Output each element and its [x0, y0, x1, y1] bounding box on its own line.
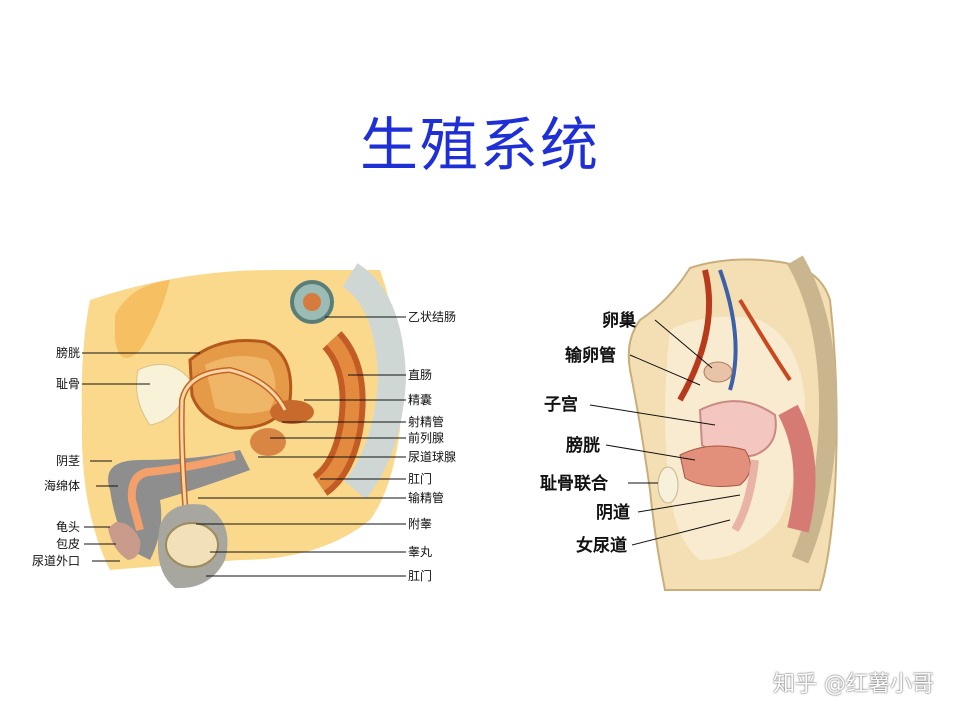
label-sigmoid-colon: 乙状结肠 — [408, 310, 456, 324]
label-penis: 阴茎 — [56, 454, 80, 468]
label-foreskin: 包皮 — [56, 537, 80, 551]
label-vagina: 阴道 — [596, 502, 630, 523]
label-pubic-symphysis: 耻骨联合 — [540, 473, 609, 494]
label-bladder-male: 膀胱 — [56, 345, 80, 360]
label-anus-1: 肛门 — [408, 471, 432, 486]
label-prostate: 前列腺 — [408, 430, 444, 445]
female-reproductive-diagram: 卵巢 输卵管 子宫 膀胱 耻骨联合 阴道 女尿道 — [530, 240, 850, 600]
label-fallopian-tube: 输卵管 — [565, 345, 616, 366]
label-seminal-vesicle: 精囊 — [408, 392, 432, 407]
label-uterus: 子宫 — [544, 394, 578, 415]
label-testis: 睾丸 — [408, 544, 432, 559]
label-pubic-bone: 耻骨 — [56, 377, 80, 391]
page-title: 生殖系统 — [359, 111, 600, 179]
label-epididymis: 附睾 — [408, 516, 432, 531]
male-reproductive-diagram: 膀胱 耻骨 阴茎 海绵体 龟头 包皮 尿道外口 乙状结肠 直肠 精囊 射精管 前… — [20, 260, 470, 605]
watermark: 知乎 @红薯小哥 — [773, 672, 934, 697]
label-rectum: 直肠 — [408, 368, 432, 382]
label-bulbourethral-gland: 尿道球腺 — [408, 450, 456, 464]
label-corpus-cavernosum: 海绵体 — [44, 478, 80, 493]
label-bladder-female: 膀胱 — [566, 435, 600, 456]
label-external-urethral-orifice: 尿道外口 — [32, 554, 80, 568]
label-anus-2: 肛门 — [408, 568, 432, 583]
label-female-urethra: 女尿道 — [576, 535, 627, 556]
label-ejaculatory-duct: 射精管 — [408, 414, 444, 429]
label-ovary: 卵巢 — [602, 310, 637, 331]
label-glans: 龟头 — [56, 520, 80, 534]
label-vas-deferens: 输精管 — [408, 490, 444, 505]
